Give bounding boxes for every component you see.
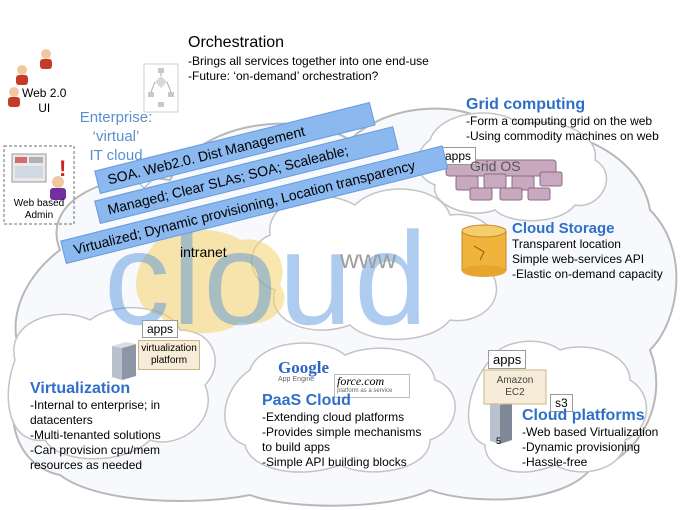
svg-text:!: ! bbox=[59, 156, 66, 181]
virtualization-item: -Internal to enterprise; in bbox=[30, 398, 161, 412]
enterprise-line3: IT cloud bbox=[89, 147, 143, 164]
google-logo-text: Google bbox=[278, 358, 329, 377]
ec2-box-icon bbox=[483, 369, 547, 405]
virtualization-apps-tag: apps bbox=[142, 320, 179, 338]
enterprise-label: Enterprise: ‘virtual’ IT cloud bbox=[72, 108, 160, 165]
orchestration-item: -Brings all services together into one e… bbox=[188, 54, 429, 68]
orchestration-block: Orchestration -Brings all services toget… bbox=[188, 34, 429, 84]
virtualization-item: resources as needed bbox=[30, 458, 143, 472]
ec2-line2: EC2 bbox=[505, 387, 525, 398]
orchestration-item: -Future: ‘on-demand’ orchestration? bbox=[188, 69, 379, 83]
storage-cylinder-icon bbox=[461, 224, 507, 277]
grid-os-label: Grid OS bbox=[470, 158, 521, 174]
virtualization-item: -Can provision cpu/mem bbox=[30, 443, 161, 457]
platforms-item: -Hassle-free bbox=[522, 455, 588, 469]
platforms-title: Cloud platforms bbox=[522, 407, 645, 424]
s3-tag: s3 bbox=[550, 394, 573, 412]
enterprise-line2: ‘virtual’ bbox=[92, 128, 140, 145]
platforms-item: -Web based Virtualization bbox=[522, 425, 659, 439]
www-label: www bbox=[340, 244, 397, 274]
orchestration-title: Orchestration bbox=[188, 34, 285, 51]
web20-line2: UI bbox=[38, 101, 51, 115]
admin-label: Web based Admin bbox=[10, 198, 68, 222]
orchestration-flow-icon bbox=[143, 63, 179, 113]
force-com-logo: force.com platform as a service bbox=[334, 374, 410, 398]
force-logo-sub: platform as a service bbox=[337, 388, 393, 394]
virtualization-item: datacenters bbox=[30, 413, 93, 427]
admin-line1: Web based bbox=[13, 198, 65, 209]
grid-item: -Using commodity machines on web bbox=[466, 129, 659, 143]
virtualization-platform-line2: platform bbox=[150, 355, 188, 366]
ec2-label: Amazon EC2 bbox=[486, 375, 544, 399]
virtualization-title: Virtualization bbox=[30, 380, 131, 397]
grid-apps-tag: apps bbox=[440, 147, 477, 165]
paas-title: PaaS Cloud bbox=[262, 392, 351, 409]
paas-item: -Extending cloud platforms bbox=[262, 410, 405, 424]
ec2-apps-tag: apps bbox=[488, 350, 527, 369]
admin-icon: ! bbox=[3, 145, 75, 225]
virtualization-server-icon bbox=[112, 342, 136, 380]
ec2-line1: Amazon bbox=[496, 375, 534, 386]
virtualization-platform-box: virtualization platform bbox=[138, 340, 200, 370]
virtualization-item: -Multi-tenanted solutions bbox=[30, 428, 161, 442]
storage-item: -Elastic on-demand capacity bbox=[512, 267, 663, 281]
grid-block: Grid computing -Form a computing grid on… bbox=[466, 96, 659, 144]
web20-line1: Web 2.0 bbox=[22, 86, 67, 100]
grid-title: Grid computing bbox=[466, 96, 586, 113]
force-logo-text: force.com bbox=[337, 374, 385, 388]
virtualization-block: Virtualization -Internal to enterprise; … bbox=[30, 380, 161, 473]
google-logo-sub: App Engine bbox=[278, 376, 315, 383]
admin-line2: Admin bbox=[24, 210, 54, 221]
intranet-label: intranet bbox=[180, 244, 227, 260]
storage-item: Simple web-services API bbox=[512, 252, 645, 266]
ec2-server-label: 5 bbox=[496, 436, 502, 446]
ec2-server-icon bbox=[490, 399, 512, 444]
enterprise-line1: Enterprise: bbox=[79, 109, 153, 126]
platforms-item: -Dynamic provisioning bbox=[522, 440, 641, 454]
users-icon bbox=[8, 49, 52, 107]
storage-title: Cloud Storage bbox=[512, 220, 615, 237]
paas-item: -Provides simple mechanisms bbox=[262, 425, 422, 439]
google-app-engine-logo: Google App Engine bbox=[278, 358, 329, 386]
paas-block: PaaS Cloud -Extending cloud platforms -P… bbox=[262, 392, 421, 470]
virtualization-platform-line1: virtualization bbox=[141, 343, 197, 354]
grid-item: -Form a computing grid on the web bbox=[466, 114, 653, 128]
paas-item: -Simple API building blocks bbox=[262, 455, 407, 469]
storage-block: Cloud Storage Transparent location Simpl… bbox=[512, 220, 663, 282]
storage-item: Transparent location bbox=[512, 237, 621, 251]
platforms-block: Cloud platforms -Web based Virtualizatio… bbox=[522, 407, 658, 470]
paas-item: to build apps bbox=[262, 440, 331, 454]
web20-ui-label: Web 2.0 UI bbox=[22, 86, 66, 116]
intranet-blob bbox=[136, 229, 285, 334]
